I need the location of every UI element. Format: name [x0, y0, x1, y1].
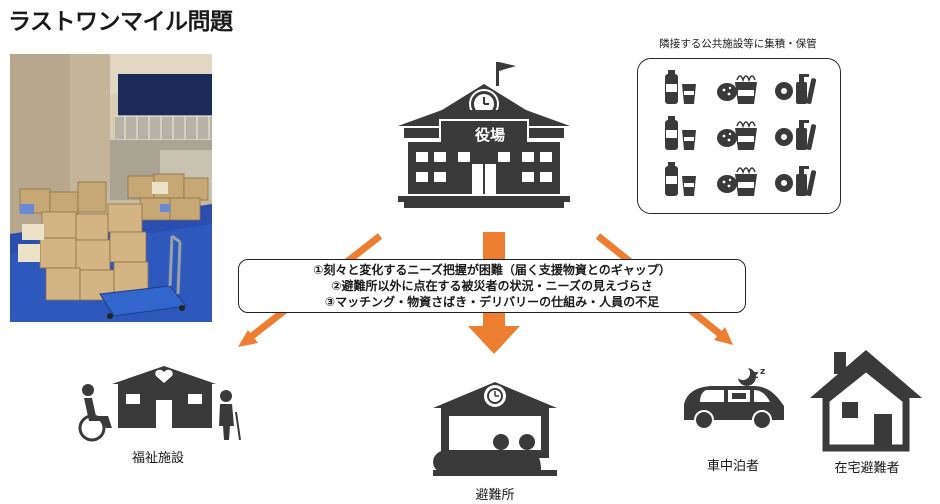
label-home: 在宅避難者 — [834, 461, 900, 476]
shelter-icon — [433, 382, 557, 476]
label-shelter: 避難所 — [475, 488, 515, 503]
label-welfare: 福祉施設 — [131, 451, 184, 466]
house-icon — [810, 350, 922, 452]
issues-box: ①刻々と変化するニーズ把握が困難（届く支援物資とのギャップ） ②避難所以外に点在… — [238, 259, 746, 313]
town-office-icon — [398, 62, 570, 208]
office-sign: 役場 — [474, 126, 505, 144]
svg-text:z: z — [760, 367, 765, 377]
issue-item: ③マッチング・物資さばき・デリバリーの仕組み・人員の不足 — [324, 295, 660, 309]
label-car: 車中泊者 — [706, 459, 759, 474]
car-sleeper-icon: z z — [684, 367, 784, 430]
issue-item: ①刻々と変化するニーズ把握が困難（届く支援物資とのギャップ） — [313, 263, 671, 277]
storage-caption: 隣接する公共施設等に集積・保管 — [659, 38, 817, 50]
svg-text:z: z — [752, 368, 758, 381]
page-title: ラストワンマイル問題 — [8, 9, 233, 35]
issue-item: ②避難所以外に点在する被災者の状況・ニーズの見えづらさ — [331, 279, 653, 293]
warehouse-photo — [10, 54, 212, 322]
welfare-facility-icon — [78, 366, 241, 442]
